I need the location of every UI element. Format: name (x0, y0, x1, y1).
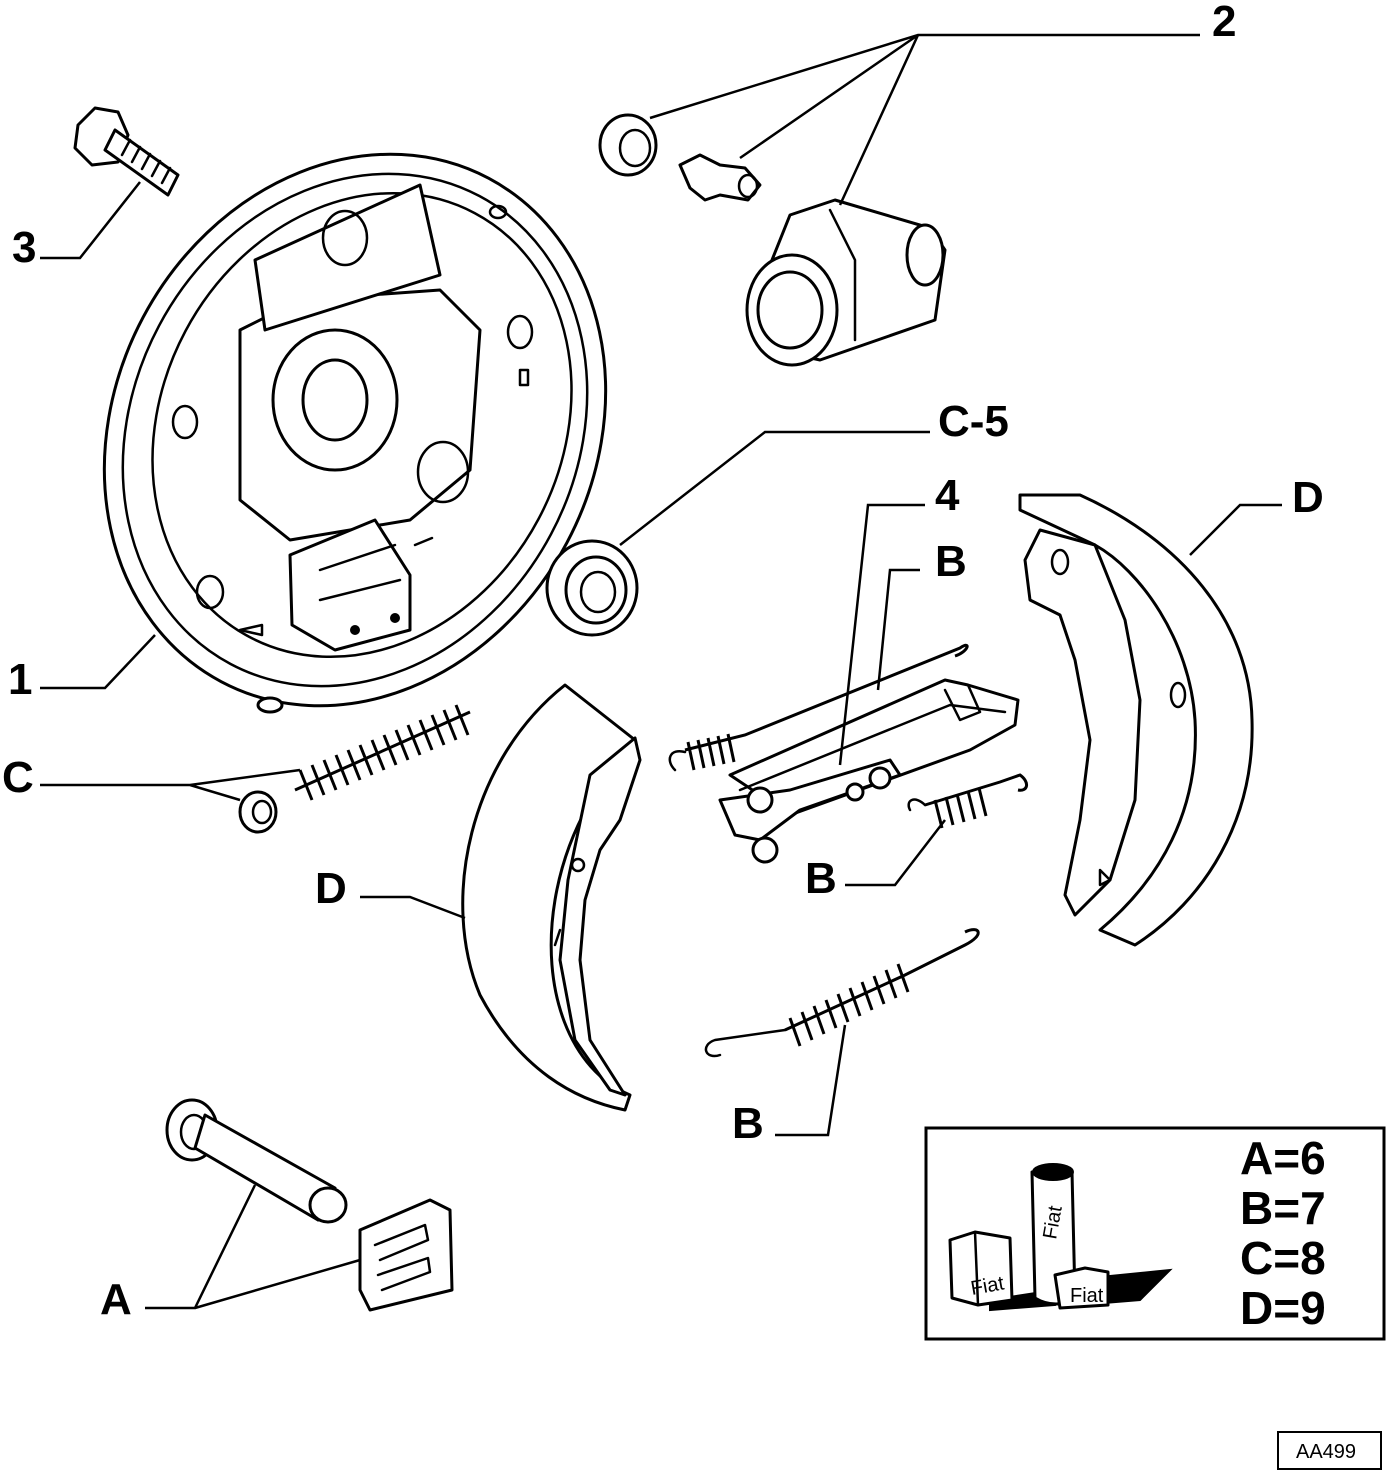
callout-d-left: D (315, 864, 347, 913)
callout-c: C (2, 753, 34, 802)
callout-a: A (100, 1275, 132, 1324)
adjuster-spring-top (668, 643, 969, 772)
bolt (73, 106, 180, 197)
leader-lines (40, 33, 1282, 1310)
leader-a (145, 1184, 361, 1310)
leader-3 (40, 181, 141, 260)
leader-b-top (876, 568, 920, 691)
wheel-cylinder (745, 198, 947, 367)
callout-3: 3 (12, 223, 36, 272)
kit-item-a: A=6 (1240, 1132, 1326, 1184)
bleeder-screw (678, 153, 762, 202)
callout-4: 4 (935, 471, 960, 520)
leader-d-right (1189, 503, 1282, 556)
hold-down-spring (294, 704, 471, 801)
leader-c (40, 768, 301, 802)
callout-1: 1 (8, 655, 32, 704)
svg-text:Fiat: Fiat (1070, 1285, 1104, 1307)
spring-cup (238, 790, 278, 834)
callout-d-right: D (1292, 473, 1324, 522)
callout-b-mid: B (805, 854, 837, 903)
callout-2: 2 (1212, 0, 1236, 46)
backing-plate (102, 152, 608, 714)
spare-parts-pack-icon: Fiat Fiat Fiat (948, 1163, 1173, 1312)
return-spring-bottom (704, 928, 980, 1058)
kit-item-b: B=7 (1240, 1182, 1326, 1234)
kit-item-c: C=8 (1240, 1232, 1326, 1284)
brake-shoe-right (1018, 493, 1254, 947)
bleeder-cap (598, 113, 658, 177)
callout-c5: C-5 (938, 397, 1009, 446)
reference-code-box: AA499 (1277, 1431, 1382, 1470)
leader-1 (40, 634, 156, 690)
leader-b-mid (845, 819, 946, 887)
kit-item-d: D=9 (1240, 1282, 1326, 1334)
grommet (545, 539, 639, 637)
leader-4 (838, 503, 925, 766)
callout-b-top: B (935, 537, 967, 586)
brake-shoe-left (461, 683, 642, 1112)
callout-labels: 2 3 1 C-5 4 B D C D B B A (2, 0, 1324, 1324)
return-spring-middle (907, 773, 1028, 829)
callout-b-bottom: B (732, 1099, 764, 1148)
hold-down-pin (165, 1098, 348, 1224)
leader-b-bottom (775, 1024, 847, 1137)
leader-c5 (619, 430, 930, 546)
hold-down-clip (358, 1198, 454, 1312)
adjuster-assembly (718, 678, 1020, 864)
leader-d-left (360, 895, 466, 920)
kit-legend: Fiat Fiat Fiat A=6 B=7 C=8 D=9 (924, 1126, 1386, 1341)
reference-code: AA499 (1296, 1441, 1356, 1463)
leader-2 (649, 33, 1200, 206)
